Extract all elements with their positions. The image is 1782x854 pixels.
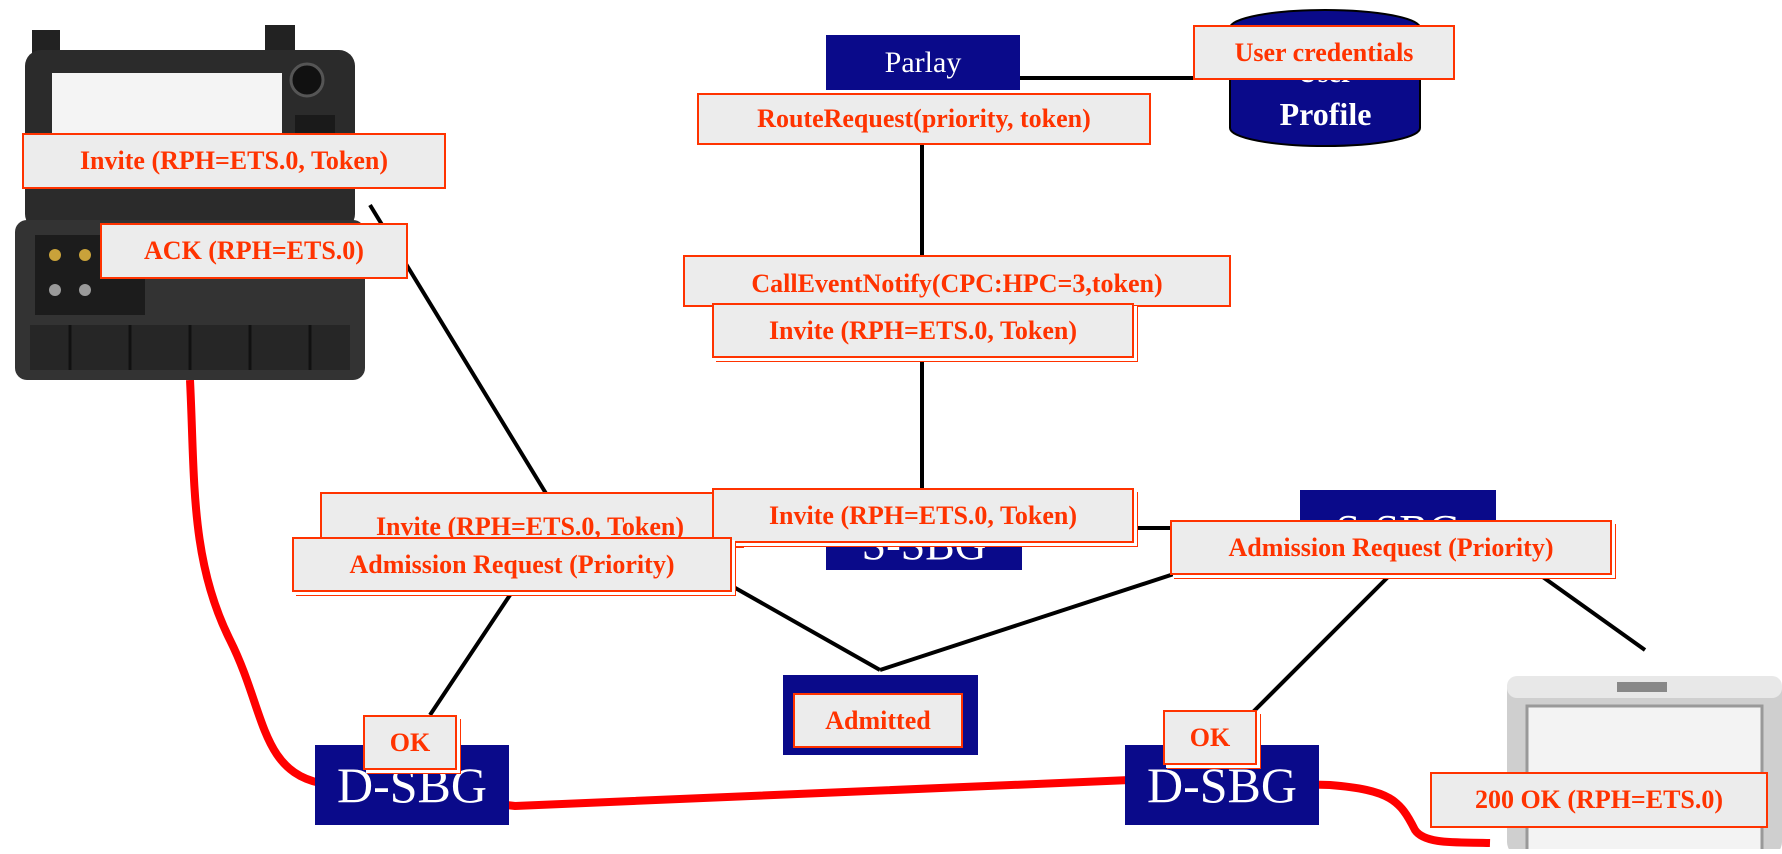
profile-label: Profile [1279, 96, 1372, 132]
invite-top-left-message: Invite (RPH=ETS.0, Token) [22, 133, 446, 189]
line-ssbg-dsbg-right [1248, 573, 1392, 717]
invite-center-top-message: Invite (RPH=ETS.0, Token) [712, 303, 1134, 358]
invite-center-low-message: Invite (RPH=ETS.0, Token) [712, 488, 1134, 543]
d-sbg-left-node: D-SBG [315, 745, 509, 825]
line-ssbg-terminal [1538, 573, 1647, 652]
ok-200-message: 200 OK (RPH=ETS.0) [1430, 772, 1768, 828]
rugged-case-terminal [10, 25, 370, 380]
media-path [186, 379, 1491, 847]
ok-left-message: OK [363, 715, 457, 770]
line-left-admission [729, 583, 881, 672]
line-right-admission [879, 570, 1181, 672]
parlay-label: Parlay [884, 45, 962, 79]
ack-message: ACK (RPH=ETS.0) [100, 223, 408, 279]
line-ssbg-dsbg-left [428, 578, 522, 717]
parlay-node: Parlay [826, 35, 1020, 90]
d-sbg-right-label: D-SBG [1146, 757, 1298, 813]
invite-left-back-message: Invite (RPH=ETS.0, Token) [320, 492, 740, 544]
call-event-notify-message: CallEventNotify(CPC:HPC=3,token) [683, 255, 1231, 307]
admitted-message: Admitted [793, 693, 963, 748]
admission-request-right-message: Admission Request (Priority) [1170, 520, 1612, 575]
rugged-case-icon [15, 25, 365, 380]
admission-request-left-message: Admission Request (Priority) [292, 537, 732, 592]
user-credentials-message: User credentials [1193, 25, 1455, 80]
ok-right-message: OK [1163, 710, 1257, 765]
route-request-message: RouteRequest(priority, token) [697, 93, 1151, 145]
